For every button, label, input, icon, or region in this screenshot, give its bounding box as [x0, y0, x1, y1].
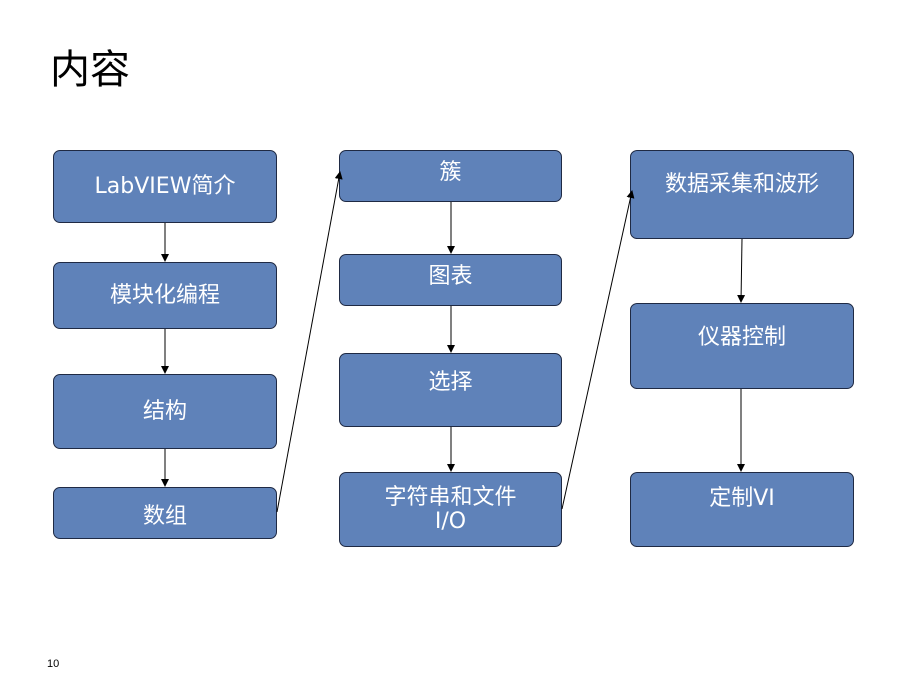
flow-box-label-line2: I/O	[434, 508, 467, 534]
arrow-c1-to-c2	[276, 171, 343, 513]
flow-box-label: 簇	[439, 160, 462, 186]
flow-box-label: 结构	[142, 398, 187, 424]
flow-box-modular-programming: 模块化编程	[53, 262, 277, 329]
flow-box-charts: 图表	[339, 254, 562, 306]
flow-box-labview-intro: LabVIEW简介	[53, 150, 277, 223]
flow-box-arrays: 数组	[53, 487, 277, 539]
flow-box-label: LabVIEW简介	[94, 173, 236, 199]
arrow-c2-to-c3	[561, 190, 635, 510]
flow-box-structures: 结构	[53, 374, 277, 449]
flow-box-instrument-control: 仪器控制	[630, 303, 854, 389]
flow-box-strings-file-io: 字符串和文件 I/O	[339, 472, 562, 547]
flow-box-case: 选择	[339, 353, 562, 427]
flow-box-clusters: 簇	[339, 150, 562, 202]
flow-box-label: 数据采集和波形	[664, 171, 819, 197]
flow-box-label: 模块化编程	[109, 282, 220, 308]
arrow-c3-1	[737, 238, 746, 303]
flow-box-label: 图表	[428, 264, 473, 290]
flow-box-label: 定制VI	[709, 485, 775, 511]
flow-box-daq-waveforms: 数据采集和波形	[630, 150, 854, 239]
flow-box-custom-vi: 定制VI	[630, 472, 854, 547]
page-number: 10	[47, 658, 60, 670]
flow-box-label: 数组	[142, 504, 187, 530]
page-title: 内容	[50, 47, 130, 93]
flow-box-label-line1: 字符串和文件	[384, 485, 517, 511]
flow-box-label: 仪器控制	[697, 325, 786, 351]
flow-box-label: 选择	[428, 370, 473, 396]
